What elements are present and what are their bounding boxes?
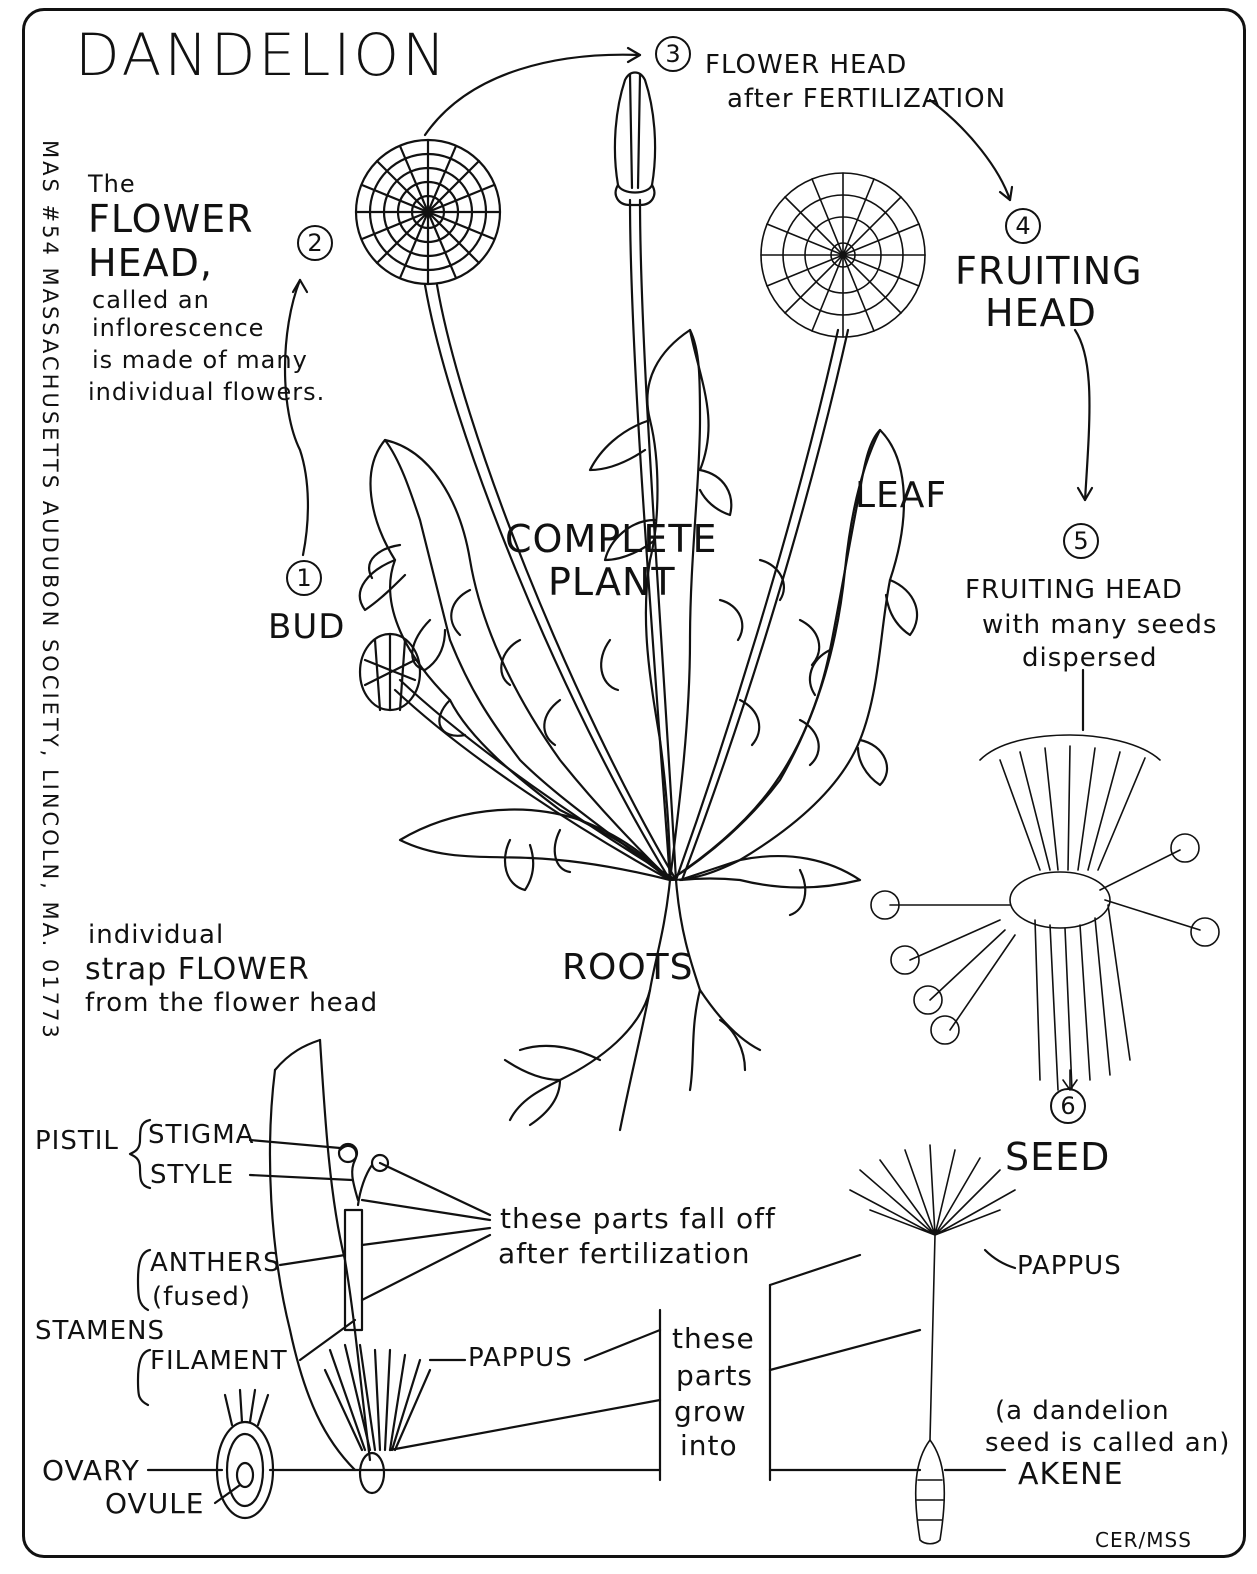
step-number-2: 2 [297,225,333,261]
publisher-side-text: MAS #54 MASSACHUSETTS AUDUBON SOCIETY, L… [38,140,62,1041]
dispersed-label-3: dispersed [1022,645,1158,671]
anthers-fused-label: (fused) [152,1284,251,1310]
fruiting-head-label-1: FRUITING [955,252,1143,290]
step-number-4: 4 [1005,208,1041,244]
seed-drawing [850,1145,1015,1544]
bud-label: BUD [268,610,345,644]
flower-head-desc-1: called an [92,288,210,312]
grow-into-label-4: into [680,1432,738,1460]
flower-head-desc-3: is made of many [92,348,308,372]
dispersed-label-2: with many seeds [982,612,1217,638]
flower-head-desc-2: inflorescence [92,316,264,340]
style-label: STYLE [150,1162,234,1188]
leader-lines-bottom [148,1140,1015,1503]
stamens-label: STAMENS [35,1318,165,1344]
diagram-title: DANDELION [75,26,448,84]
closed-flower-head [615,73,655,206]
stigma-label: STIGMA [148,1122,254,1148]
dispersed-label-1: FRUITING HEAD [965,577,1183,603]
leaf-label: LEAF [855,478,947,514]
step-number-6: 6 [1050,1088,1086,1124]
flower-head-the: The [88,172,136,196]
anthers-label: ANTHERS [150,1250,281,1276]
complete-plant-label-1: COMPLETE [505,520,718,558]
credit-initials: CER/MSS [1095,1530,1192,1550]
fall-off-label-2: after fertilization [498,1240,751,1268]
grow-into-label-3: grow [674,1398,747,1426]
roots-label: ROOTS [562,950,694,986]
seed-label: SEED [1005,1138,1110,1176]
filament-label: FILAMENT [150,1348,288,1374]
complete-plant-label-2: PLANT [548,563,676,601]
ovary-label: OVARY [42,1457,140,1485]
strap-flower-caption-1: individual [88,922,224,948]
flower-head-desc-4: individual flowers. [88,380,325,404]
flower-head-title-2: HEAD, [88,244,213,282]
roots [505,880,760,1130]
bud [360,634,420,710]
akene-note-2: seed is called an) [985,1430,1230,1456]
after-fertilization-label-1: FLOWER HEAD [705,52,907,78]
pappus-label-right: PAPPUS [1017,1253,1122,1279]
dispersed-seed-head [871,735,1219,1090]
strap-flower-caption-2: strap FLOWER [85,955,310,985]
leader-lines-top [285,48,1092,730]
grow-into-label-2: parts [676,1362,753,1390]
fall-off-label-1: these parts fall off [500,1205,776,1233]
step-number-5: 5 [1063,523,1099,559]
after-fertilization-label-2: after FERTILIZATION [727,86,1006,112]
grow-into-label-1: these [672,1325,755,1353]
flower-head [356,140,500,284]
step-number-3: 3 [655,36,691,72]
pistil-label: PISTIL [35,1128,119,1154]
fruiting-head [761,173,925,337]
akene-note-1: (a dandelion [995,1398,1170,1424]
step-number-1: 1 [286,560,322,596]
flower-head-title-1: FLOWER [88,200,254,238]
ovule-label: OVULE [105,1490,205,1518]
ovary-section [217,1390,273,1518]
pappus-label-left: PAPPUS [468,1345,573,1371]
akene-label: AKENE [1018,1460,1124,1490]
strap-flower [270,1040,430,1493]
braces [130,1120,150,1405]
fruiting-head-label-2: HEAD [985,294,1097,332]
strap-flower-caption-3: from the flower head [85,990,378,1016]
